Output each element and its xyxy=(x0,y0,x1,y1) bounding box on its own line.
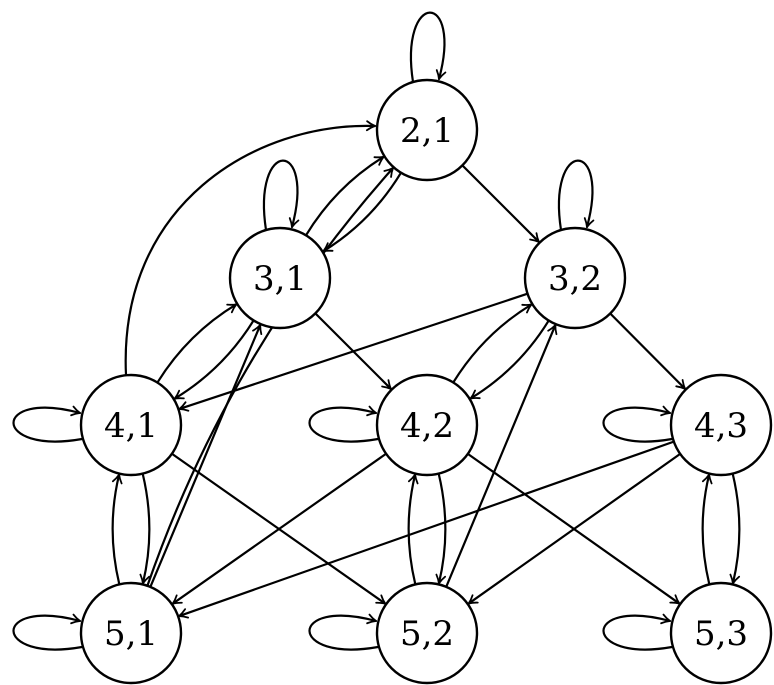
node-label: 4,3 xyxy=(694,406,748,446)
node-label: 2,1 xyxy=(400,111,454,151)
self-loop-n51 xyxy=(12,613,84,651)
edge-n31-to-n41 xyxy=(173,319,255,400)
node-n31: 3,1 xyxy=(228,226,332,330)
edge-n32-to-n43 xyxy=(609,312,687,390)
edge-n51-to-n21 xyxy=(146,166,395,587)
node-n21: 2,1 xyxy=(375,78,479,182)
edge-n42-to-n52 xyxy=(435,472,447,585)
node-circle xyxy=(669,581,773,685)
node-circle xyxy=(523,226,627,330)
self-loops-layer xyxy=(12,11,674,651)
edges-layer xyxy=(111,120,741,619)
node-n52: 5,2 xyxy=(375,581,479,685)
edge-n32-to-n42 xyxy=(469,319,550,400)
edge-n41-to-n51 xyxy=(139,472,151,585)
self-loop-n43 xyxy=(602,405,674,443)
edge-n21-to-n31 xyxy=(322,171,403,253)
edge-n21-to-n32 xyxy=(461,164,541,244)
node-circle xyxy=(375,373,479,477)
node-n42: 4,2 xyxy=(375,373,479,477)
node-label: 5,1 xyxy=(104,614,158,654)
self-loop-n32 xyxy=(557,159,595,232)
edge-n41-to-n21 xyxy=(124,120,377,377)
edge-n42-to-n51 xyxy=(171,452,388,605)
node-n53: 5,3 xyxy=(669,581,773,685)
self-loop-n53 xyxy=(602,613,674,651)
self-loop-n31 xyxy=(262,159,300,232)
self-loop-n41 xyxy=(12,405,84,443)
self-loop-n42 xyxy=(308,405,380,443)
self-loop-n52 xyxy=(308,613,380,651)
self-loop-n21 xyxy=(409,11,447,84)
node-label: 3,2 xyxy=(548,259,602,299)
node-circle xyxy=(375,581,479,685)
node-circle xyxy=(669,373,773,477)
edge-n43-to-n52 xyxy=(467,452,682,605)
edge-n51-to-n41 xyxy=(111,473,123,586)
edge-n52-to-n42 xyxy=(407,473,419,586)
node-label: 3,1 xyxy=(253,259,307,299)
node-label: 4,1 xyxy=(104,406,158,446)
edge-n41-to-n31 xyxy=(156,303,238,384)
node-n41: 4,1 xyxy=(79,373,183,477)
edge-n42-to-n32 xyxy=(452,303,533,384)
node-label: 4,2 xyxy=(400,406,454,446)
node-n51: 5,1 xyxy=(79,581,183,685)
node-n32: 3,2 xyxy=(523,226,627,330)
edge-n43-to-n53 xyxy=(729,472,741,585)
edge-n52-to-n32 xyxy=(445,323,558,588)
edge-n32-to-n41 xyxy=(178,292,529,412)
nodes-layer: 2,1 3,1 3,2 4,1 4,2 4,3 5,1 5,2 5,3 xyxy=(79,78,773,685)
node-label: 5,3 xyxy=(694,614,748,654)
edge-n43-to-n51 xyxy=(177,440,675,619)
node-circle xyxy=(79,581,183,685)
node-circle xyxy=(375,78,479,182)
edge-n53-to-n43 xyxy=(701,473,713,586)
node-n43: 4,3 xyxy=(669,373,773,477)
edge-n51-to-n31 xyxy=(149,323,263,588)
node-label: 5,2 xyxy=(400,614,454,654)
edge-n31-to-n21 xyxy=(304,155,385,237)
node-circle xyxy=(228,226,332,330)
node-circle xyxy=(79,373,183,477)
